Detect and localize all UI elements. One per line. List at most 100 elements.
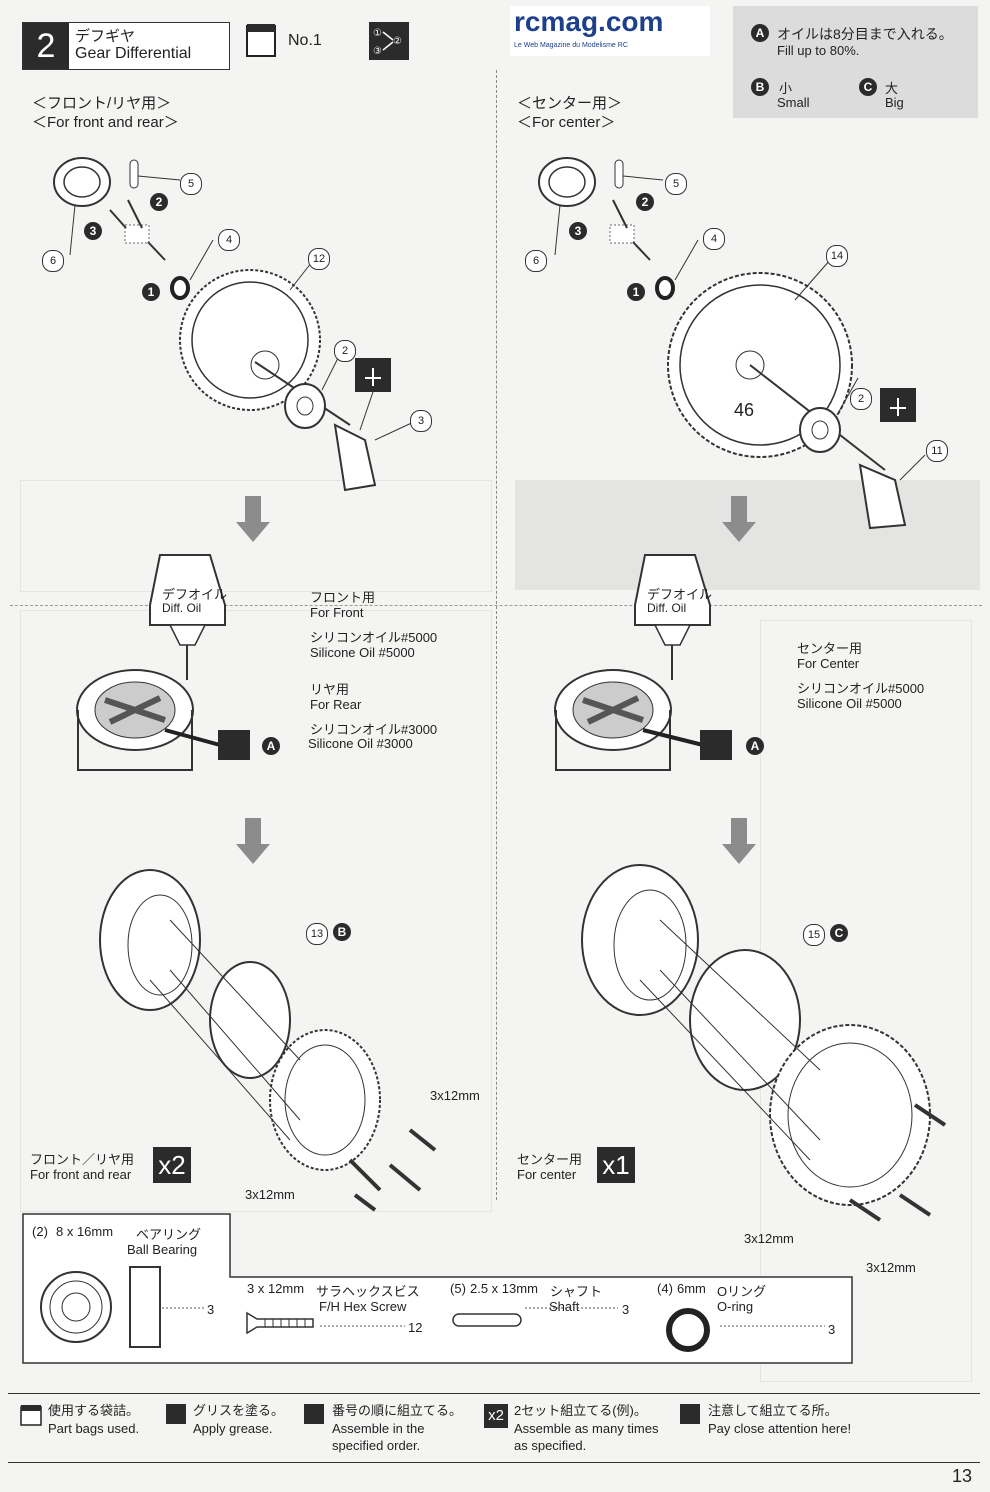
svg-text:②: ② bbox=[393, 36, 402, 47]
set-count-icon: x2 bbox=[484, 1404, 508, 1428]
shaft-icon bbox=[452, 1313, 522, 1327]
notes-box: A オイルは8分目まで入れる。 Fill up to 80%. B 小 Smal… bbox=[733, 6, 978, 118]
parts-shaft-num: (5) bbox=[450, 1281, 466, 1296]
left-screw-label-2: 3x12mm bbox=[245, 1187, 295, 1202]
column-divider bbox=[496, 70, 497, 1200]
right-center-oil-en: Silicone Oil #5000 bbox=[797, 696, 902, 711]
background-ghost-print bbox=[20, 480, 492, 592]
hex-screw-icon bbox=[246, 1311, 314, 1335]
right-screw-label-1: 3x12mm bbox=[744, 1231, 794, 1246]
note-b-badge: B bbox=[751, 78, 769, 96]
left-rear-jp: リヤ用 bbox=[310, 682, 350, 697]
parts-bearing-qty: 3 bbox=[207, 1302, 215, 1317]
left-rear-en: For Rear bbox=[310, 697, 362, 712]
part-bag-icon bbox=[20, 1405, 42, 1426]
left-header-en: ＜For front and rear＞ bbox=[32, 114, 179, 131]
callout-4: 4 bbox=[218, 229, 240, 251]
parts-screw-jp: サラヘックスビス bbox=[316, 1284, 420, 1299]
assembly-order-icon: ① ② ③ bbox=[369, 22, 409, 60]
right-oil-en: Diff. Oil bbox=[647, 601, 687, 615]
callout-2: 2 bbox=[334, 340, 356, 362]
parts-shaft-en: Shaft bbox=[549, 1299, 580, 1314]
callout-11: 11 bbox=[926, 440, 948, 462]
legend-sets-en: Assemble as many times as specified. bbox=[514, 1421, 659, 1453]
note-a-jp: オイルは8分目まで入れる。 bbox=[777, 26, 953, 42]
step-order-3: 3 bbox=[84, 222, 102, 240]
callout-14: 14 bbox=[826, 245, 848, 267]
right-set-jp: センター用 bbox=[517, 1152, 583, 1167]
left-note-b-badge: B bbox=[333, 923, 351, 941]
note-b-en: Small bbox=[777, 95, 810, 110]
callout-3: 3 bbox=[410, 410, 432, 432]
parts-bearing-num: (2) bbox=[32, 1224, 48, 1239]
part-bag-icon bbox=[246, 24, 276, 57]
callout-5: 5 bbox=[665, 173, 687, 195]
background-ghost-print bbox=[515, 480, 980, 590]
note-c-badge: C bbox=[859, 78, 877, 96]
parts-screw-en: F/H Hex Screw bbox=[319, 1299, 407, 1314]
left-screw-label-1: 3x12mm bbox=[430, 1088, 480, 1103]
parts-screw-qty: 12 bbox=[408, 1320, 423, 1335]
logo-text: rcmag.com bbox=[514, 6, 664, 37]
legend-bag-jp: 使用する袋詰。 bbox=[48, 1403, 140, 1418]
callout-15: 15 bbox=[803, 924, 825, 946]
step-header: 2 デフギヤ Gear Differential bbox=[22, 22, 230, 70]
left-header-jp: ＜フロント/リヤ用＞ bbox=[32, 95, 172, 112]
right-note-c-badge: C bbox=[830, 924, 848, 942]
parts-shaft-qty: 3 bbox=[622, 1302, 630, 1317]
legend-order-en: Assemble in the specified order. bbox=[332, 1421, 425, 1453]
oring-num-value: 4 bbox=[661, 1281, 669, 1296]
right-oil-jp: デフオイル bbox=[647, 587, 713, 602]
right-center-oil-jp: シリコンオイル#5000 bbox=[797, 681, 925, 696]
attention-hand-icon bbox=[680, 1404, 700, 1424]
step-title-jp: デフギヤ bbox=[75, 28, 136, 45]
callout-2: 2 bbox=[850, 388, 872, 410]
parts-oring-size: 6mm bbox=[677, 1281, 706, 1296]
step-title-en: Gear Differential bbox=[75, 45, 192, 62]
right-set-en: For center bbox=[517, 1167, 577, 1182]
parts-oring-jp: Oリング bbox=[717, 1284, 767, 1299]
left-front-en: For Front bbox=[310, 605, 364, 620]
ball-bearing-icon bbox=[40, 1266, 161, 1348]
row-divider bbox=[10, 605, 982, 606]
down-arrow-icon bbox=[236, 818, 270, 864]
assembly-order-icon bbox=[304, 1404, 324, 1424]
left-rear-oil-en: Silicone Oil #3000 bbox=[308, 736, 413, 751]
callout-4: 4 bbox=[703, 228, 725, 250]
down-arrow-icon bbox=[722, 818, 756, 864]
right-header-en: ＜For center＞ bbox=[517, 114, 616, 131]
left-final-assembly-diagram bbox=[99, 869, 437, 1212]
icon-legend-bar: 使用する袋詰。 Part bags used. グリスを塗る。 Apply gr… bbox=[8, 1393, 980, 1463]
parts-oring-num: (4) bbox=[657, 1281, 673, 1296]
step-order-1: 1 bbox=[142, 283, 160, 301]
left-oil-jp: デフオイル bbox=[162, 587, 228, 602]
left-diff-case-diagram bbox=[76, 669, 250, 771]
right-center-en: For Center bbox=[797, 656, 860, 671]
left-set-count-badge: x2 bbox=[153, 1147, 191, 1183]
right-screw-label-2: 3x12mm bbox=[866, 1260, 916, 1275]
note-a-en: Fill up to 80%. bbox=[777, 43, 860, 58]
legend-bag-en: Part bags used. bbox=[48, 1421, 140, 1436]
left-set-jp: フロント／リヤ用 bbox=[30, 1152, 135, 1167]
svg-text:①: ① bbox=[373, 28, 382, 39]
down-arrow-icon bbox=[722, 496, 756, 542]
svg-text:③: ③ bbox=[373, 46, 382, 57]
parts-bearing-en: Ball Bearing bbox=[127, 1242, 198, 1257]
gear-teeth-count: 46 bbox=[734, 400, 755, 420]
oil-bottle-icon bbox=[634, 554, 711, 680]
step-number: 2 bbox=[23, 23, 69, 69]
down-arrow-icon bbox=[236, 496, 270, 542]
right-diff-case-diagram bbox=[554, 669, 732, 771]
right-exploded-gear-diagram bbox=[538, 157, 926, 530]
left-set-en: For front and rear bbox=[30, 1167, 132, 1182]
left-note-a-badge: A bbox=[262, 737, 280, 755]
right-final-assembly-diagram bbox=[581, 864, 947, 1222]
right-center-jp: センター用 bbox=[797, 641, 863, 656]
parts-bearing-jp: ベアリング bbox=[136, 1227, 202, 1242]
note-c-jp: 大 bbox=[885, 81, 899, 96]
right-note-a-badge: A bbox=[746, 737, 764, 755]
step-order-2: 2 bbox=[150, 193, 168, 211]
legend-attention-en: Pay close attention here! bbox=[708, 1421, 852, 1436]
left-exploded-gear-diagram bbox=[53, 157, 419, 492]
legend-sets-jp: 2セット組立てる(例)。 bbox=[514, 1403, 647, 1418]
